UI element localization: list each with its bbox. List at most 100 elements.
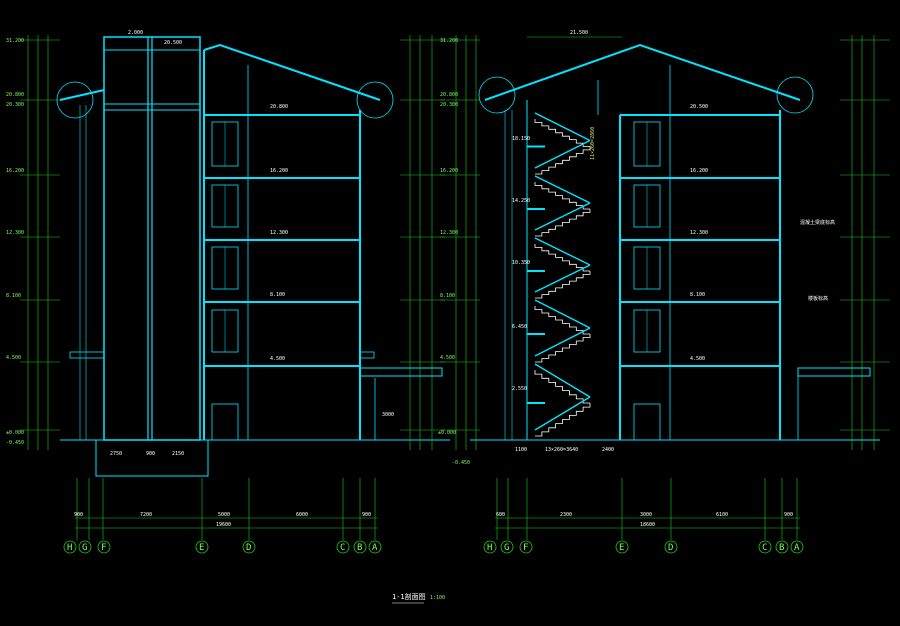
right-bottom-dim: 3000 [640, 512, 652, 518]
left-level-label: -0.450 [6, 440, 24, 446]
right-floor-mark: 12.300 [690, 230, 708, 236]
stair-flight [535, 271, 591, 299]
stair-handrail [534, 112, 591, 142]
left-floor-mark: 4.500 [270, 356, 285, 362]
right-axis-label: G [504, 543, 509, 553]
left-top-dim: 20.500 [164, 40, 182, 46]
right-axis-bubbles [483, 540, 804, 554]
stair-handrail [534, 327, 591, 357]
stair-flight [534, 182, 590, 210]
right-axis-label: H [487, 543, 492, 553]
right-floor-mark: 16.200 [690, 168, 708, 174]
left-level-label: 4.500 [6, 355, 21, 361]
right-axis-label: E [619, 543, 624, 553]
left-axis-label: D [246, 543, 251, 553]
landing-level: 2.550 [512, 386, 527, 392]
stair-flight [534, 244, 590, 272]
stair-handrail [534, 264, 591, 293]
right-axis-label: D [668, 543, 673, 553]
left-floor-mark: 16.200 [270, 168, 288, 174]
stair-handrail [534, 396, 591, 431]
right-bottom-dim: 600 [496, 512, 505, 518]
left-bottom-dim: 5000 [218, 512, 230, 518]
right-note: 混凝土梁底标高 [800, 219, 835, 226]
right-axis-label: F [523, 543, 528, 553]
stair-flight [535, 334, 591, 363]
right-bottom-dimension [495, 478, 800, 540]
landing-level: 14.250 [512, 198, 530, 204]
right-level-label: 31.200 [440, 38, 458, 44]
stair-flight [535, 403, 591, 437]
left-bottom-dim: 19600 [216, 522, 231, 528]
left-level-label: 31.200 [6, 38, 24, 44]
right-bottom-dim: 18600 [640, 522, 655, 528]
landing-level: 10.350 [512, 260, 530, 266]
left-elevator-shafts [103, 36, 201, 441]
right-axis-label: C [762, 543, 767, 553]
left-floor-mark: 20.800 [270, 104, 288, 110]
left-top-dim: 2.000 [128, 30, 143, 36]
left-bottom-dim: 900 [362, 512, 371, 518]
right-floor-mark: 8.100 [690, 292, 705, 298]
right-base-dim: 1100 [515, 447, 527, 453]
left-level-label: 8.100 [6, 293, 21, 299]
right-top-dim: 21.500 [570, 30, 588, 36]
stair-handrail [534, 363, 591, 398]
stair-flight [535, 146, 591, 175]
left-level-label: 20.300 [6, 102, 24, 108]
left-stair-dim: 3000 [382, 412, 394, 418]
left-section: 31.200 20.800 20.300 16.200 12.300 8.100… [6, 30, 450, 554]
left-floor-mark: 8.100 [270, 292, 285, 298]
stair-flights [527, 112, 591, 437]
stair-flight [534, 370, 590, 404]
left-building-body [56, 43, 443, 441]
left-shaft-dim: 900 [146, 451, 155, 457]
right-level-grid [440, 35, 890, 450]
left-level-grid [20, 35, 445, 450]
left-level-label: 16.200 [6, 168, 24, 174]
left-axis-bubbles [63, 540, 382, 554]
right-base-dim: 13×260=3640 [545, 447, 578, 453]
left-floor-mark: 12.300 [270, 230, 288, 236]
left-shaft-dim: 2750 [110, 451, 122, 457]
right-level-label: ±0.000 [438, 430, 456, 436]
right-level-label: 20.800 [440, 92, 458, 98]
stair-handrail [534, 237, 591, 266]
stair-handrail [534, 175, 591, 204]
left-axis-label: C [340, 543, 345, 553]
stair-handrail [534, 299, 591, 329]
right-floor-mark: 4.500 [690, 356, 705, 362]
left-axis-label: H [67, 543, 72, 553]
left-bottom-dim: 7200 [140, 512, 152, 518]
drawing-title: 1-1剖面图 [392, 592, 426, 601]
stair-flight [535, 209, 591, 237]
landing-level: 18.150 [512, 136, 530, 142]
right-bottom-dim: 6100 [716, 512, 728, 518]
right-bottom-dim: 900 [784, 512, 793, 518]
right-level-label: 8.100 [440, 293, 455, 299]
right-note: 楼板标高 [808, 295, 828, 302]
left-axis-label: E [199, 543, 204, 553]
left-bottom-dim: 6000 [296, 512, 308, 518]
left-bottom-dim: 900 [74, 512, 83, 518]
drawing-title-block: 1-1剖面图 1:100 [392, 592, 445, 604]
right-floor-mark: 20.500 [690, 104, 708, 110]
right-level-label: 16.200 [440, 168, 458, 174]
right-stairwell [526, 36, 622, 440]
right-level-label: 20.300 [440, 102, 458, 108]
stair-flight [534, 306, 590, 335]
left-level-label: 12.300 [6, 230, 24, 236]
stair-handrail [534, 139, 591, 169]
left-level-label: 20.800 [6, 92, 24, 98]
left-bottom-dimension [75, 478, 378, 540]
right-base-dim: 2400 [602, 447, 614, 453]
right-axis-label: A [794, 543, 800, 553]
left-axis-label: G [82, 543, 87, 553]
left-axis-label: A [372, 543, 378, 553]
stair-flight-label: 11×260=2860 [590, 127, 596, 160]
landing-level: 6.450 [512, 324, 527, 330]
right-bottom-dim: 2300 [560, 512, 572, 518]
stair-flight [534, 119, 590, 147]
right-level-label: 4.500 [440, 355, 455, 361]
